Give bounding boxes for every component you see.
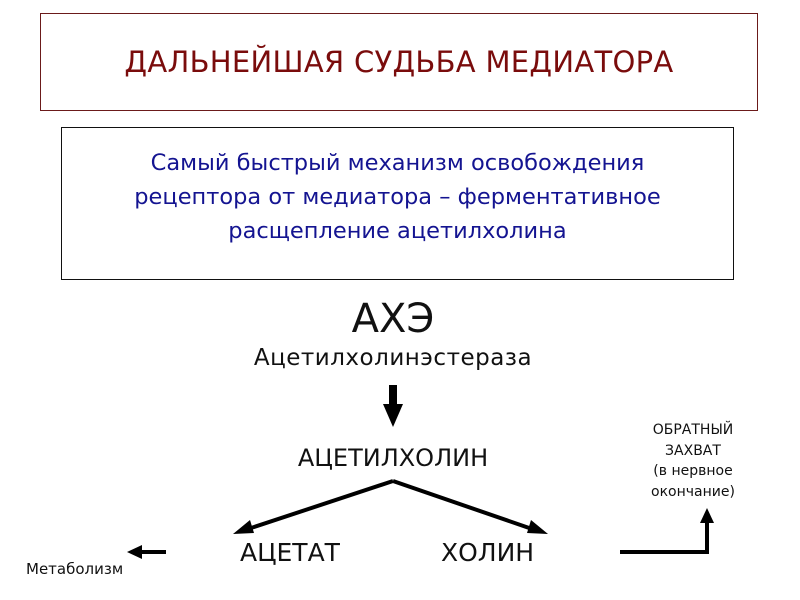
reuptake-line-4: окончание) (651, 483, 735, 500)
enzyme-name: Ацетилхолинэстераза (253, 345, 533, 371)
reuptake-label: ОБРАТНЫЙ ЗАХВАТ (в нервное окончание) (628, 420, 758, 502)
title-box: ДАЛЬНЕЙШАЯ СУДЬБА МЕДИАТОРА (40, 13, 758, 111)
metabolism-arrow-icon (127, 545, 166, 559)
description-line-2: рецептора от медиатора – ферментативное (134, 184, 661, 210)
description-line-3: расщепление ацетилхолина (228, 218, 567, 244)
enzyme-abbreviation: АХЭ (351, 296, 435, 342)
down-arrow-icon (383, 385, 403, 427)
reuptake-arrow-icon (620, 508, 714, 554)
substrate-label: АЦЕТИЛХОЛИН (297, 444, 489, 472)
split-arrow-left-icon (233, 479, 394, 534)
description-line-1: Самый быстрый механизм освобождения (150, 150, 645, 176)
product-choline: ХОЛИН (441, 538, 535, 567)
reuptake-line-2: ЗАХВАТ (665, 442, 721, 459)
description-box: Самый быстрый механизм освобождения реце… (61, 127, 734, 280)
reuptake-line-3: (в нервное (653, 463, 733, 479)
product-acetate: АЦЕТАТ (240, 538, 340, 567)
split-arrow-right-icon (392, 479, 548, 534)
reuptake-line-1: ОБРАТНЫЙ (652, 422, 734, 438)
slide-title: ДАЛЬНЕЙШАЯ СУДЬБА МЕДИАТОРА (124, 45, 674, 79)
metabolism-label: Метаболизм (26, 560, 124, 578)
description-text: Самый быстрый механизм освобождения реце… (62, 146, 733, 248)
